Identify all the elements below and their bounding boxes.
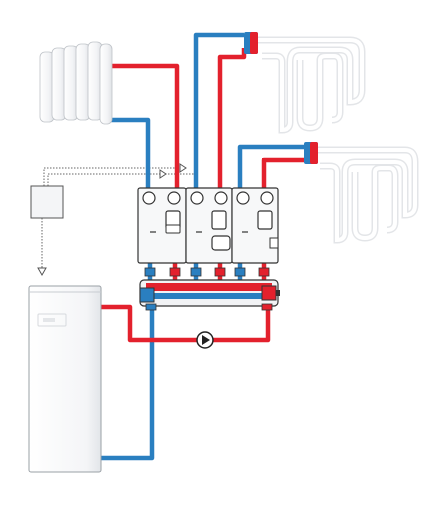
loop-2-supply-pipe [261,157,305,190]
sensor-arrows [37,163,187,277]
radiator-supply-pipe [110,63,180,190]
loop-2-return-pipe [237,144,305,190]
loop-1-manifold-icon [244,32,258,54]
circulation-pump-icon [196,331,214,349]
floor-heating-loop-1-icon [258,36,366,134]
control-line-top [43,167,175,186]
control-line-mid [47,173,195,186]
sensor-arrow-boiler-icon [37,267,47,277]
loop-2-manifold-icon [304,142,318,164]
manifold-icon [139,267,280,311]
mixed-pipes [218,55,305,190]
radiator-return-pipe [110,117,151,190]
floor-heating-loop-2-icon [318,146,419,244]
loop-1-return-pipe [193,32,244,190]
control-wiring [41,167,195,268]
boiler-return-pipe [100,300,155,461]
boiler-supply-pipe [100,300,271,343]
controller-box-icon [30,185,64,219]
sensor-arrow-2-icon [159,169,167,179]
pump-module-1-icon [137,187,187,264]
radiator-icon [39,41,113,125]
pump-module-2-icon [185,187,233,264]
sensor-arrow-1-icon [179,163,187,173]
boiler-icon [28,285,102,473]
pump-module-3-icon [231,187,279,264]
loop-1-mixed-pipe [218,55,244,190]
loop-2-mixed-pipe [262,158,305,190]
